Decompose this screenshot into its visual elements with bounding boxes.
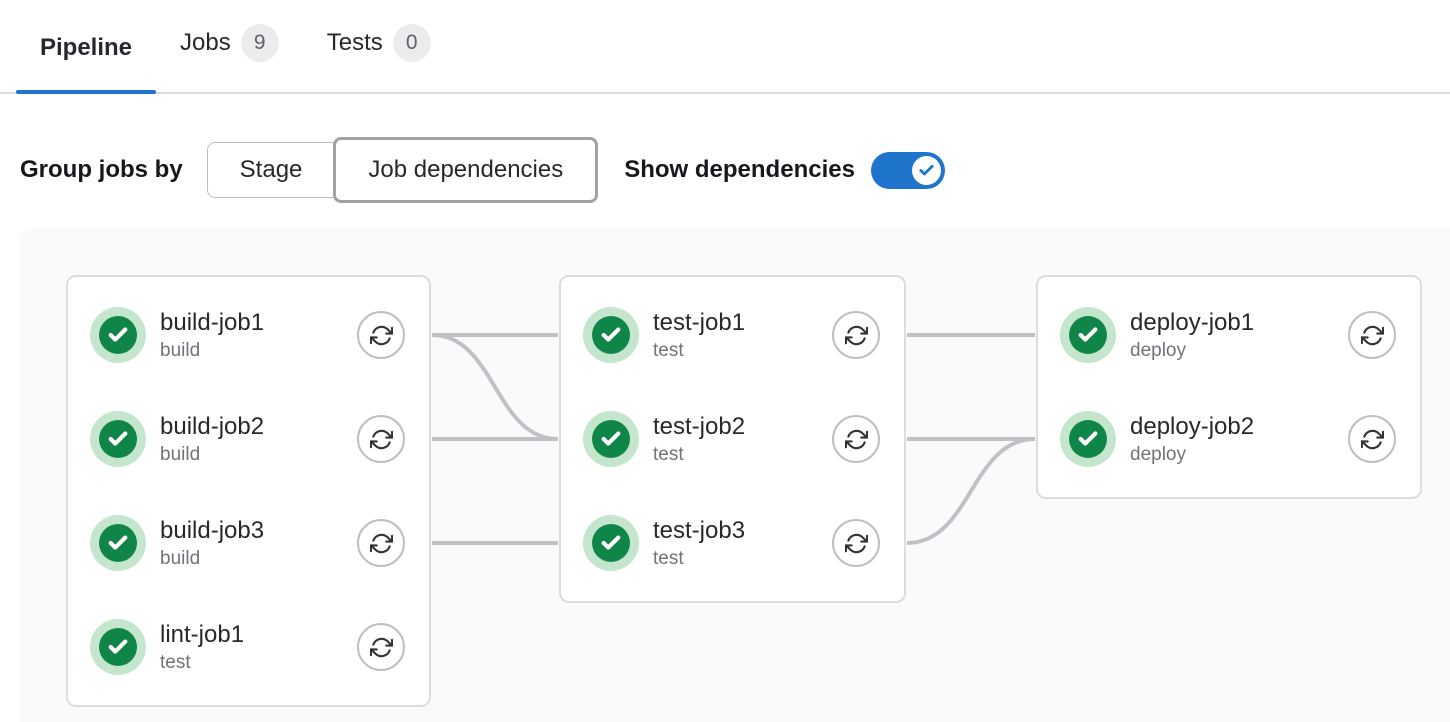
jobs-count-badge: 9 (240, 24, 279, 62)
retry-icon (369, 637, 393, 657)
job-item: test-job2 test (561, 387, 904, 491)
status-success-icon (90, 619, 146, 675)
retry-button[interactable] (832, 519, 880, 567)
check-icon (919, 164, 934, 175)
tab-tests-label: Tests (326, 29, 383, 56)
pipeline-graph: build-job1 build build-job2 build (20, 228, 1450, 722)
retry-icon (1360, 325, 1384, 345)
job-group-card: test-job1 test test-job2 test (559, 275, 906, 603)
group-by-stage-button[interactable]: Stage (206, 142, 336, 198)
job-stage-label: build (160, 444, 201, 465)
retry-button[interactable] (832, 415, 880, 463)
tab-tests[interactable]: Tests 0 (303, 24, 455, 92)
group-jobs-by-label: Group jobs by (20, 156, 183, 183)
retry-icon (369, 325, 393, 345)
job-item: deploy-job1 deploy (1038, 283, 1420, 387)
job-stage-label: build (160, 548, 201, 569)
status-success-icon (583, 411, 639, 467)
job-stage-label: deploy (1130, 340, 1186, 361)
job-item: build-job3 build (68, 491, 429, 595)
job-name-link[interactable]: test-job3 (653, 517, 746, 544)
retry-icon (1360, 429, 1384, 449)
job-stage-label: build (160, 340, 201, 361)
job-stage-label: deploy (1130, 444, 1186, 465)
retry-button[interactable] (357, 519, 405, 567)
retry-button[interactable] (357, 415, 405, 463)
job-name-link[interactable]: test-job2 (653, 413, 746, 440)
pipeline-tab-bar: Pipeline Jobs 9 Tests 0 (0, 0, 1450, 94)
show-dependencies-toggle[interactable] (870, 151, 945, 189)
toggle-knob (911, 155, 941, 185)
job-item: build-job1 build (68, 283, 429, 387)
status-success-icon (583, 515, 639, 571)
job-name-link[interactable]: test-job1 (653, 309, 746, 336)
job-name-link[interactable]: lint-job1 (160, 621, 245, 648)
job-stage-label: test (653, 340, 684, 361)
job-item: lint-job1 test (68, 595, 429, 699)
dependency-link (431, 333, 559, 441)
retry-button[interactable] (357, 623, 405, 671)
status-success-icon (90, 411, 146, 467)
job-group-card: deploy-job1 deploy deploy-job2 deploy (1036, 275, 1422, 499)
group-by-job-dependencies-button[interactable]: Job dependencies (333, 137, 599, 203)
retry-icon (844, 429, 868, 449)
tab-pipeline[interactable]: Pipeline (16, 34, 157, 94)
retry-icon (844, 325, 868, 345)
status-success-icon (1060, 411, 1116, 467)
status-success-icon (583, 307, 639, 363)
retry-icon (369, 429, 393, 449)
status-success-icon (1060, 307, 1116, 363)
job-stage-label: test (653, 444, 684, 465)
dependency-links (431, 333, 1036, 545)
status-success-icon (90, 515, 146, 571)
retry-button[interactable] (357, 311, 405, 359)
retry-button[interactable] (832, 311, 880, 359)
retry-icon (369, 533, 393, 553)
job-item: deploy-job2 deploy (1038, 387, 1420, 491)
job-name-link[interactable]: build-job2 (160, 413, 265, 440)
job-name-link[interactable]: deploy-job1 (1130, 309, 1255, 336)
job-name-link[interactable]: build-job1 (160, 309, 265, 336)
job-stage-label: test (653, 548, 684, 569)
retry-icon (844, 533, 868, 553)
status-success-icon (90, 307, 146, 363)
retry-button[interactable] (1348, 311, 1396, 359)
job-name-link[interactable]: build-job3 (160, 517, 265, 544)
job-group-card: build-job1 build build-job2 build (66, 275, 431, 707)
job-name-link[interactable]: deploy-job2 (1130, 413, 1255, 440)
dependency-link (906, 437, 1036, 545)
job-item: test-job1 test (561, 283, 904, 387)
show-dependencies-label: Show dependencies (624, 156, 855, 183)
tab-jobs-label: Jobs (180, 29, 231, 56)
tests-count-badge: 0 (392, 24, 431, 62)
graph-controls: Group jobs by Stage Job dependencies Sho… (20, 137, 1450, 203)
retry-button[interactable] (1348, 415, 1396, 463)
tab-pipeline-label: Pipeline (40, 34, 133, 61)
job-stage-label: test (160, 652, 191, 673)
job-item: test-job3 test (561, 491, 904, 595)
group-jobs-by-segmented-control: Stage Job dependencies (206, 137, 599, 203)
tab-jobs[interactable]: Jobs 9 (156, 24, 303, 92)
job-item: build-job2 build (68, 387, 429, 491)
